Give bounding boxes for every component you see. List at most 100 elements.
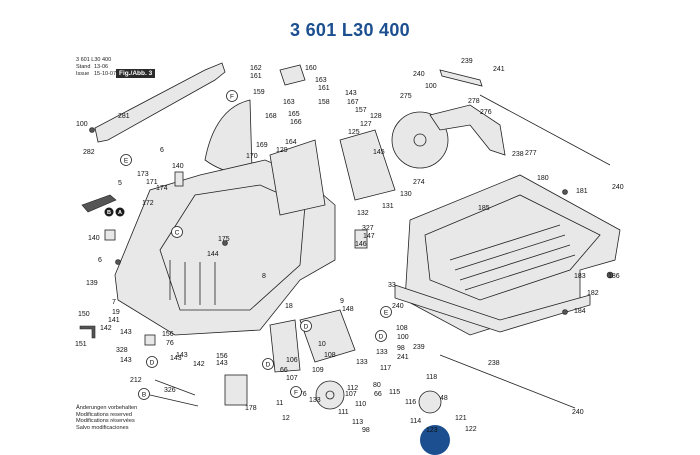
part-number-label: 159 [253, 89, 265, 96]
footer-line: Modifications réservées [76, 418, 135, 425]
part-number-label: 277 [525, 150, 537, 157]
part-number-label: 10 [318, 341, 326, 348]
part-number-label: 148 [342, 306, 354, 313]
part-number-label: 66 [374, 391, 382, 398]
part-number-label: 116 [405, 399, 416, 406]
part-number-label: 18 [285, 303, 293, 310]
part-number-label: 118 [426, 374, 437, 381]
figure-label: Fig./Abb. 3 [116, 69, 156, 78]
part-number-label: 147 [363, 233, 375, 240]
part-number-label: 7 [112, 299, 116, 306]
part-number-label: 158 [318, 99, 330, 106]
part-number-label: 171 [146, 179, 158, 186]
part-number-label: 109 [312, 367, 324, 374]
footer-line: Modifications reserved [76, 411, 132, 418]
part-cover-box [224, 374, 248, 406]
reference-circle-letter: D [266, 361, 271, 368]
part-number-label: 113 [352, 419, 363, 426]
reference-circle: C [171, 226, 183, 238]
reference-circle: B [138, 388, 150, 400]
part-number-label: 107 [345, 391, 357, 398]
part-screw [89, 127, 95, 133]
part-number-label: 114 [410, 418, 421, 425]
page-title: 3 601 L30 400 [290, 20, 410, 40]
part-number-label: 112 [347, 385, 358, 392]
reference-circle: D [146, 356, 158, 368]
part-number-label: 139 [86, 280, 98, 287]
reference-circle-shape [146, 356, 158, 368]
reference-badge-shape [115, 207, 125, 217]
part-number-label: 11 [276, 400, 283, 407]
part-bracket [94, 62, 226, 143]
part-number-label: 146 [355, 241, 367, 248]
part-number-label: 48 [440, 395, 448, 402]
part-table-frame [404, 174, 621, 336]
part-number-label: 240 [572, 409, 584, 416]
part-number-label: 5 [118, 180, 122, 187]
part-number-label: 183 [574, 273, 586, 280]
part-base-ribs [169, 260, 216, 305]
part-hand-wheel [315, 380, 345, 410]
part-number-label: 163 [283, 99, 295, 106]
part-number-label: 156 [216, 353, 228, 360]
part-number-label: 19 [112, 309, 120, 316]
part-number-label: 327 [362, 225, 374, 232]
part-number-label: 173 [137, 171, 149, 178]
part-table-inner [424, 194, 601, 301]
reference-circle-letter: D [379, 333, 384, 340]
part-number-label: 175 [218, 236, 230, 243]
reference-circle-letter: D [304, 323, 309, 330]
part-number-label: 141 [108, 317, 120, 324]
reference-circle-shape [375, 330, 387, 342]
part-number-label: 180 [537, 175, 549, 182]
reference-circle-letter: F [230, 93, 234, 100]
part-screw [606, 271, 614, 279]
reference-circle: F [290, 386, 302, 398]
part-base-inner [159, 184, 306, 311]
part-number-label: 169 [256, 142, 268, 149]
part-number-label: 145 [373, 149, 385, 156]
part-side-wheel [418, 390, 442, 414]
footer-line: Salvo modificaciones [76, 424, 129, 431]
part-saw-blade [391, 111, 449, 169]
reference-circle-shape [262, 358, 274, 370]
part-number-label: 156 [162, 331, 174, 338]
part-number-label: 164 [285, 139, 297, 146]
part-number-label: 278 [468, 98, 480, 105]
footer-notes: Änderungen vorbehalten Modifications res… [76, 405, 137, 431]
part-number-label: 282 [83, 149, 95, 156]
part-rod-upper [479, 94, 611, 166]
part-number-label: 80 [373, 382, 381, 389]
part-number-label: 142 [193, 361, 205, 368]
part-screw [222, 240, 228, 246]
meta-stand-label: Stand [76, 64, 91, 70]
part-number-label: 133 [356, 359, 368, 366]
part-number-label: 33 [388, 282, 396, 289]
part-number-label: 8 [262, 273, 266, 280]
part-number-label: 238 [512, 151, 524, 158]
part-number-label: 143 [345, 90, 357, 97]
reference-circle: E [380, 306, 392, 318]
part-number-label: 178 [245, 405, 257, 412]
part-number-label: 240 [612, 184, 624, 191]
part-number-label: 122 [465, 426, 477, 433]
part-table-grid [449, 224, 576, 291]
part-number-label: 239 [413, 344, 425, 351]
part-number-label: 100 [397, 334, 409, 341]
part-shapes [79, 62, 621, 414]
reference-circle-shape [171, 226, 183, 238]
part-number-label: 108 [324, 352, 336, 359]
part-number-label: 238 [488, 360, 500, 367]
reference-circle-letter: C [175, 229, 180, 236]
reference-circle-letter: B [142, 391, 146, 398]
part-number-label: 140 [172, 163, 184, 170]
reference-circle-letter: E [124, 157, 129, 164]
part-screw [562, 309, 568, 315]
part-number-label: 326 [164, 387, 176, 394]
part-handle [81, 194, 117, 213]
meta-issue-value: 15-10-07 [94, 71, 117, 77]
